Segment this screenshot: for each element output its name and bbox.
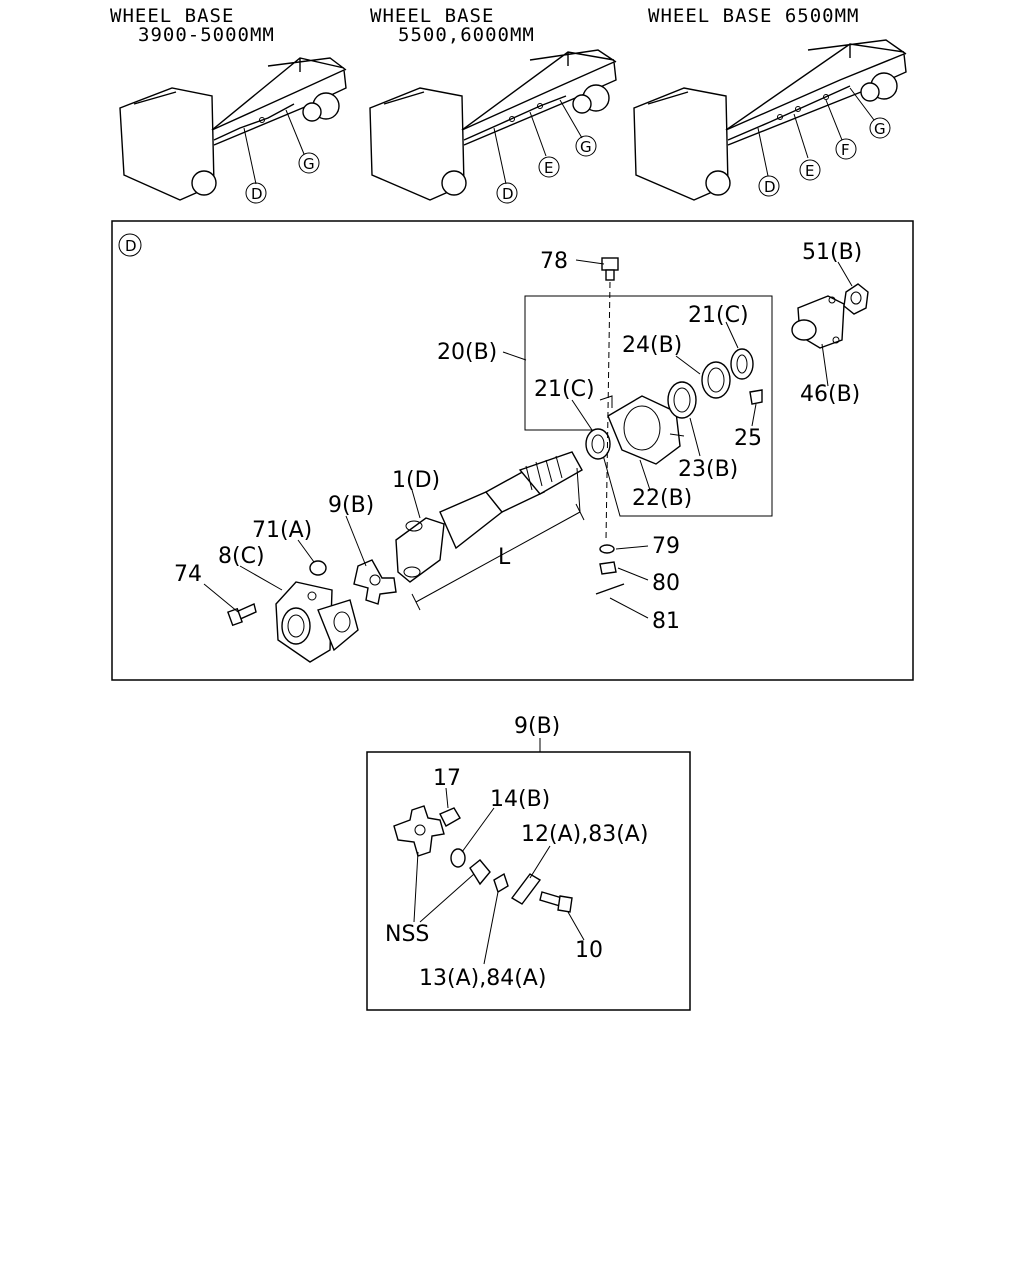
svg-text:G: G	[303, 155, 315, 173]
bearing-kit-outline	[524, 295, 773, 517]
bolt-78	[601, 257, 619, 541]
seal-21c-lower	[585, 428, 611, 460]
bolt-74	[227, 603, 257, 627]
svg-text:G: G	[580, 138, 592, 156]
truck-illustration	[633, 39, 907, 201]
callout-D: D	[496, 182, 518, 204]
truck-illustration	[119, 57, 347, 201]
label-22b: 22(B)	[632, 486, 692, 511]
callout-E: E	[799, 159, 821, 181]
label-81: 81	[652, 609, 680, 634]
svg-text:E: E	[805, 162, 814, 180]
strap-plate	[510, 873, 542, 905]
grease-fitting-17	[439, 807, 461, 827]
grease-fitting-25	[749, 389, 763, 405]
label-13a-84a: 13(A),84(A)	[419, 966, 546, 991]
joint-detail-9b: 9(B) 17 14(B) 12(A),83(A) NS	[366, 714, 691, 1011]
nut-51b	[843, 283, 869, 315]
propeller-shaft	[395, 451, 583, 583]
svg-text:E: E	[544, 159, 553, 177]
label-17: 17	[433, 766, 461, 791]
callout-D: D	[245, 182, 267, 204]
pin-81	[595, 583, 625, 595]
dimension-L	[411, 467, 585, 611]
wheelbase-variant-1: WHEEL BASE 3900-5000MM D G	[110, 5, 347, 204]
label-21c-mid: 21(C)	[534, 377, 595, 402]
panel-tag: D	[118, 233, 142, 257]
svg-text:D: D	[251, 185, 263, 203]
washer-79	[599, 544, 615, 554]
nut-80	[599, 561, 617, 575]
seal-14b	[450, 848, 466, 868]
bearing-cup	[469, 859, 491, 886]
label-71a: 71(A)	[252, 518, 312, 543]
label-79: 79	[652, 534, 680, 559]
universal-joint-spider	[353, 559, 397, 605]
wheelbase-title: WHEEL BASE	[370, 5, 494, 27]
callout-G: G	[298, 152, 320, 174]
label-20b: 20(B)	[437, 340, 497, 365]
svg-text:D: D	[125, 237, 137, 255]
label-25: 25	[734, 426, 762, 451]
svg-text:D: D	[764, 178, 776, 196]
companion-flange	[791, 295, 845, 349]
joint-detail-frame	[366, 751, 691, 1011]
truck-illustration	[369, 49, 617, 201]
seal-21c-upper	[730, 348, 754, 380]
nut-71a	[309, 560, 327, 576]
svg-text:D: D	[502, 185, 514, 203]
label-23b: 23(B)	[678, 457, 738, 482]
label-8c: 8(C)	[218, 544, 265, 569]
wheelbase-variant-3: WHEEL BASE 6500MM D E F	[633, 5, 907, 201]
bolt-10	[539, 891, 573, 913]
label-9b: 9(B)	[328, 493, 374, 518]
label-80: 80	[652, 571, 680, 596]
wheelbase-title: WHEEL BASE 6500MM	[648, 5, 859, 27]
bearing-23b	[667, 381, 697, 419]
svg-text:G: G	[874, 120, 886, 138]
wheelbase-variant-2: WHEEL BASE 5500,6000MM D E G	[369, 5, 617, 204]
label-46b: 46(B)	[800, 382, 860, 407]
wheelbase-title: WHEEL BASE	[110, 5, 234, 27]
label-10: 10	[575, 938, 603, 963]
callout-G: G	[869, 117, 891, 139]
label-12a-83a: 12(A),83(A)	[521, 822, 648, 847]
wheelbase-range: 3900-5000MM	[138, 24, 275, 46]
center-bearing-bracket	[599, 395, 685, 465]
label-24b: 24(B)	[622, 333, 682, 358]
svg-text:F: F	[841, 141, 850, 159]
label-nss: NSS	[385, 922, 429, 947]
joint-detail-title: 9(B)	[514, 714, 560, 739]
callout-E: E	[538, 156, 560, 178]
label-74: 74	[174, 562, 202, 587]
label-L: L	[498, 545, 511, 570]
detail-panel-d: D	[111, 220, 914, 681]
label-1d: 1(D)	[392, 468, 440, 493]
flange-yoke	[275, 581, 359, 663]
wheelbase-range: 5500,6000MM	[398, 24, 535, 46]
label-21c-top: 21(C)	[688, 303, 749, 328]
panel-frame	[111, 220, 914, 681]
callout-G: G	[575, 135, 597, 157]
leader-lines	[203, 259, 853, 619]
lock-plate	[493, 872, 509, 894]
callout-D: D	[758, 175, 780, 197]
label-51b: 51(B)	[802, 240, 862, 265]
label-78: 78	[540, 249, 568, 274]
seal-24b	[701, 361, 731, 399]
label-14b: 14(B)	[490, 787, 550, 812]
spider-cross	[393, 805, 445, 857]
callout-F: F	[835, 138, 857, 160]
